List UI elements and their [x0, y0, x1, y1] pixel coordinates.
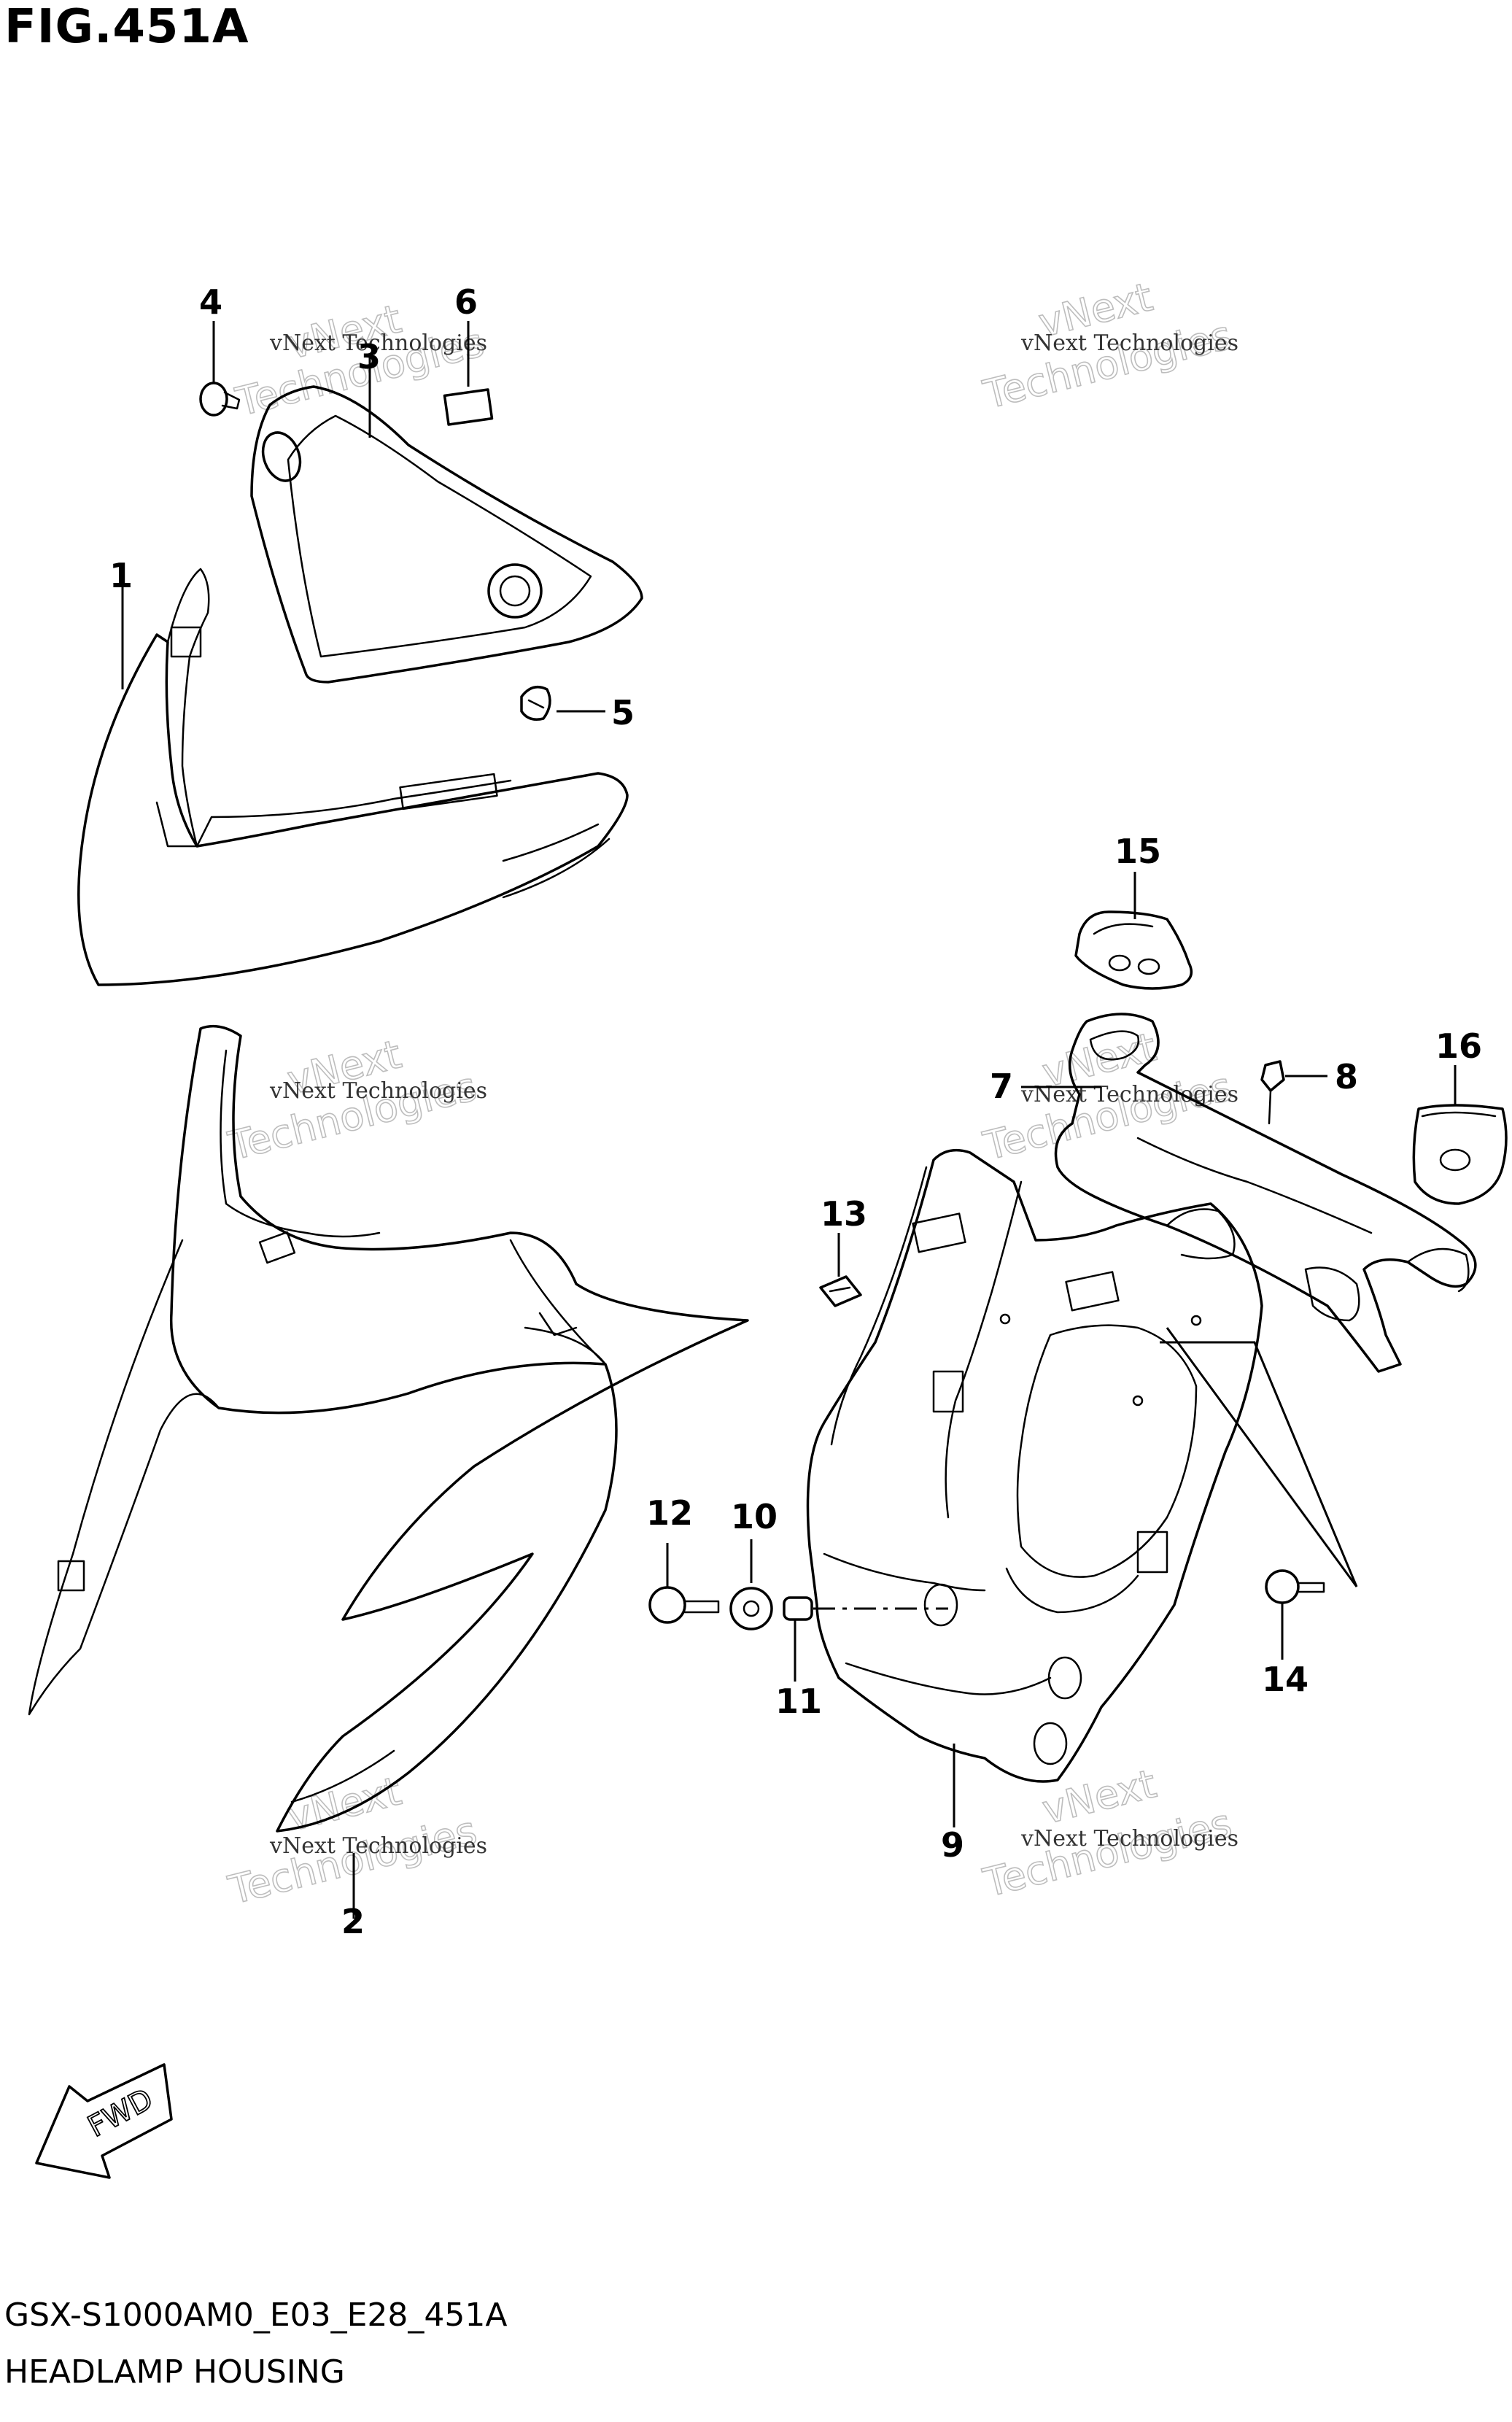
watermark-small-text: vNext Technologies	[269, 1078, 487, 1104]
part-14-bolt	[1265, 1569, 1325, 1604]
diagram-code: GSX-S1000AM0_E03_E28_451A	[4, 2297, 508, 2334]
callout-16: 16	[1435, 1026, 1482, 1066]
part-15-cushion	[1074, 910, 1193, 990]
part-13-clip-nut	[819, 1275, 862, 1307]
watermark-bottom-right: vNext Technologies vNext Technologies	[978, 1760, 1238, 1907]
part-8-rivet	[1260, 1060, 1285, 1125]
fwd-label: FWD	[82, 2082, 158, 2143]
part-12-bolt	[648, 1586, 720, 1624]
part-7-stay-bracket	[1054, 1013, 1477, 1373]
part-5-clip-nut	[520, 685, 551, 721]
callout-6: 6	[454, 282, 478, 322]
callout-14: 14	[1262, 1660, 1309, 1699]
diagram-name: HEADLAMP HOUSING	[4, 2353, 345, 2391]
callout-12: 12	[646, 1493, 693, 1533]
figure-title: FIG.451A	[4, 0, 249, 54]
callout-9: 9	[941, 1825, 964, 1865]
part-2-side-panel	[28, 1024, 749, 1833]
callout-11: 11	[775, 1682, 822, 1721]
callout-4: 4	[199, 282, 222, 322]
callout-13: 13	[821, 1194, 867, 1234]
part-9-headlamp-bracket	[806, 1148, 1263, 1783]
watermark-small-text: vNext Technologies	[1020, 1082, 1238, 1107]
watermark-small-text: vNext Technologies	[269, 330, 487, 356]
watermark-bottom-left: vNext Technologies vNext Technologies	[223, 1768, 487, 1914]
leader-14-branch	[1160, 1341, 1358, 1587]
forward-direction-arrow: FWD	[35, 2063, 173, 2179]
leader-14-branch-2	[1166, 1327, 1358, 1587]
watermark-small-text: vNext Technologies	[269, 1833, 487, 1859]
watermark-group: vNext Technologies vNext Technologies vN…	[223, 274, 1238, 1914]
watermark-small-text: vNext Technologies	[1020, 330, 1238, 356]
part-6-label	[443, 388, 494, 426]
callout-8: 8	[1335, 1057, 1358, 1096]
callout-labels: 1 2 3 4 5 6 7 8 9 10 11 12 13 14 15 16	[109, 282, 1482, 1941]
part-1-lower-cowl	[77, 568, 629, 986]
watermark-small-text: vNext Technologies	[1020, 1826, 1238, 1852]
callout-10: 10	[731, 1497, 778, 1536]
callout-3: 3	[357, 337, 381, 376]
part-16-cushion	[1412, 1104, 1508, 1205]
part-10-grommet	[729, 1587, 773, 1630]
callout-2: 2	[341, 1902, 365, 1941]
part-3-upper-cover	[250, 385, 643, 684]
callout-15: 15	[1114, 832, 1161, 871]
watermark-mid-right: vNext Technologies vNext Technologies	[978, 1024, 1238, 1170]
callout-5: 5	[611, 693, 635, 732]
callout-1: 1	[109, 556, 133, 595]
part-11-collar	[783, 1596, 813, 1621]
watermark-mid-left: vNext Technologies vNext Technologies	[223, 1031, 487, 1170]
callout-7: 7	[990, 1067, 1013, 1106]
leader-lines	[121, 321, 1457, 1919]
watermark-top-right: vNext Technologies vNext Technologies	[978, 274, 1238, 419]
